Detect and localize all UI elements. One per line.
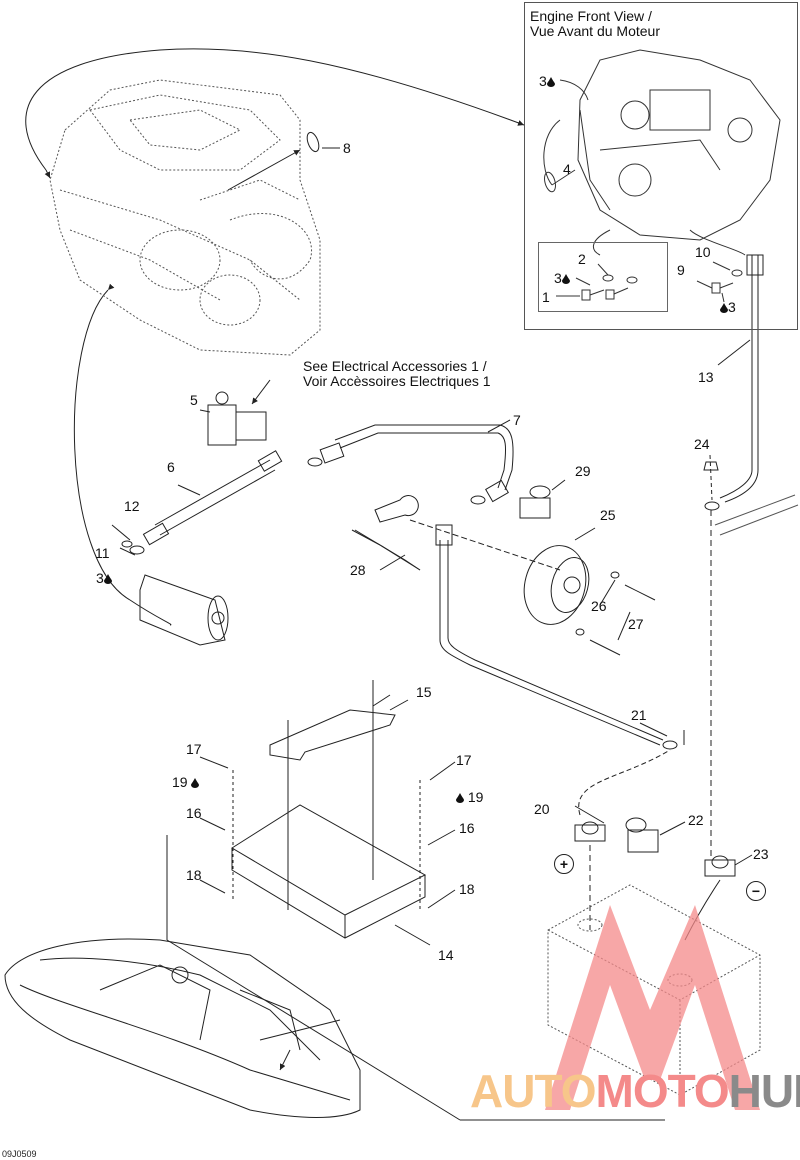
cable-6 <box>129 450 283 555</box>
callout-23: 23 <box>753 846 769 862</box>
callout-3-d: 3 <box>96 571 112 585</box>
callout-7: 7 <box>513 412 521 428</box>
callout-29: 29 <box>575 463 591 479</box>
callout-13: 13 <box>698 369 714 385</box>
note-voir-accessoires: Voir Accèssoires Electriques 1 <box>303 373 491 389</box>
adhesive-drop-icon <box>191 778 200 788</box>
callout-25: 25 <box>600 507 616 523</box>
callout-3-a: 3 <box>554 271 570 285</box>
cable-7 <box>307 419 514 505</box>
callout-22: 22 <box>688 812 704 828</box>
callout-17-left: 17 <box>186 741 202 757</box>
battery-tray-14 <box>231 804 431 946</box>
starter-motor <box>111 524 229 646</box>
callout-2: 2 <box>578 251 586 267</box>
hold-down-bracket-15 <box>269 680 409 910</box>
callout-21: 21 <box>631 707 647 723</box>
callout-27: 27 <box>628 616 644 632</box>
callout-15: 15 <box>416 684 432 700</box>
horn-25 <box>523 545 590 625</box>
cable-13 <box>703 254 799 860</box>
boat-drawing <box>4 938 361 1118</box>
callout-28: 28 <box>350 562 366 578</box>
callout-19-right: 19 <box>456 790 483 804</box>
callout-16-left: 16 <box>186 805 202 821</box>
watermark-text: AUTOMOTOHUB <box>470 1065 800 1117</box>
callout-10: 10 <box>695 244 711 260</box>
drawing-code: 09J0509 <box>2 1149 37 1159</box>
callout-1: 1 <box>542 289 550 305</box>
callout-26: 26 <box>591 598 607 614</box>
engine-front-view-inset <box>524 2 798 330</box>
negative-terminal-symbol: − <box>746 881 766 901</box>
callout-3-c: 3 <box>539 74 555 88</box>
reference-arc-left <box>73 283 172 626</box>
ring-terminal-28 <box>374 495 419 523</box>
callout-18-left: 18 <box>186 867 202 883</box>
note-see-electrical-accessories: See Electrical Accessories 1 / <box>303 358 487 374</box>
engine-front-view-drawing <box>543 49 781 256</box>
callout-4: 4 <box>563 161 571 177</box>
callout-18-right: 18 <box>459 881 475 897</box>
adhesive-drop-icon <box>103 574 112 584</box>
callout-8: 8 <box>343 140 351 156</box>
cable-21 <box>439 540 661 746</box>
callout-11: 11 <box>95 545 110 561</box>
callout-12: 12 <box>124 498 140 514</box>
negative-clamp-23 <box>704 855 736 877</box>
inset-title-en: Engine Front View / <box>530 8 652 24</box>
callout-24: 24 <box>694 436 710 452</box>
callout-6: 6 <box>167 459 175 475</box>
callout-5: 5 <box>190 392 198 408</box>
reference-arc-top <box>25 48 525 171</box>
inset-title-fr: Vue Avant du Moteur <box>530 23 660 39</box>
positive-clamp-20 <box>574 821 606 842</box>
callout-3-b: 3 <box>720 300 736 314</box>
terminal-cover-29 <box>519 497 551 519</box>
positive-terminal-symbol: + <box>554 854 574 874</box>
adhesive-drop-icon <box>561 274 570 284</box>
callout-16-right: 16 <box>459 820 475 836</box>
callout-19-left: 19 <box>172 775 200 789</box>
fastener-detail-inset <box>538 242 668 312</box>
callout-20: 20 <box>534 801 550 817</box>
callout-9: 9 <box>677 262 685 278</box>
engine-drawing <box>49 79 321 356</box>
terminal-cover-22 <box>625 817 659 853</box>
starter-solenoid <box>199 379 271 446</box>
adhesive-drop-icon <box>720 303 728 313</box>
watermark-logo <box>545 905 760 1110</box>
callout-17-right: 17 <box>456 752 472 768</box>
adhesive-drop-icon <box>456 793 464 803</box>
adhesive-drop-icon <box>546 77 555 87</box>
callout-14: 14 <box>438 947 454 963</box>
